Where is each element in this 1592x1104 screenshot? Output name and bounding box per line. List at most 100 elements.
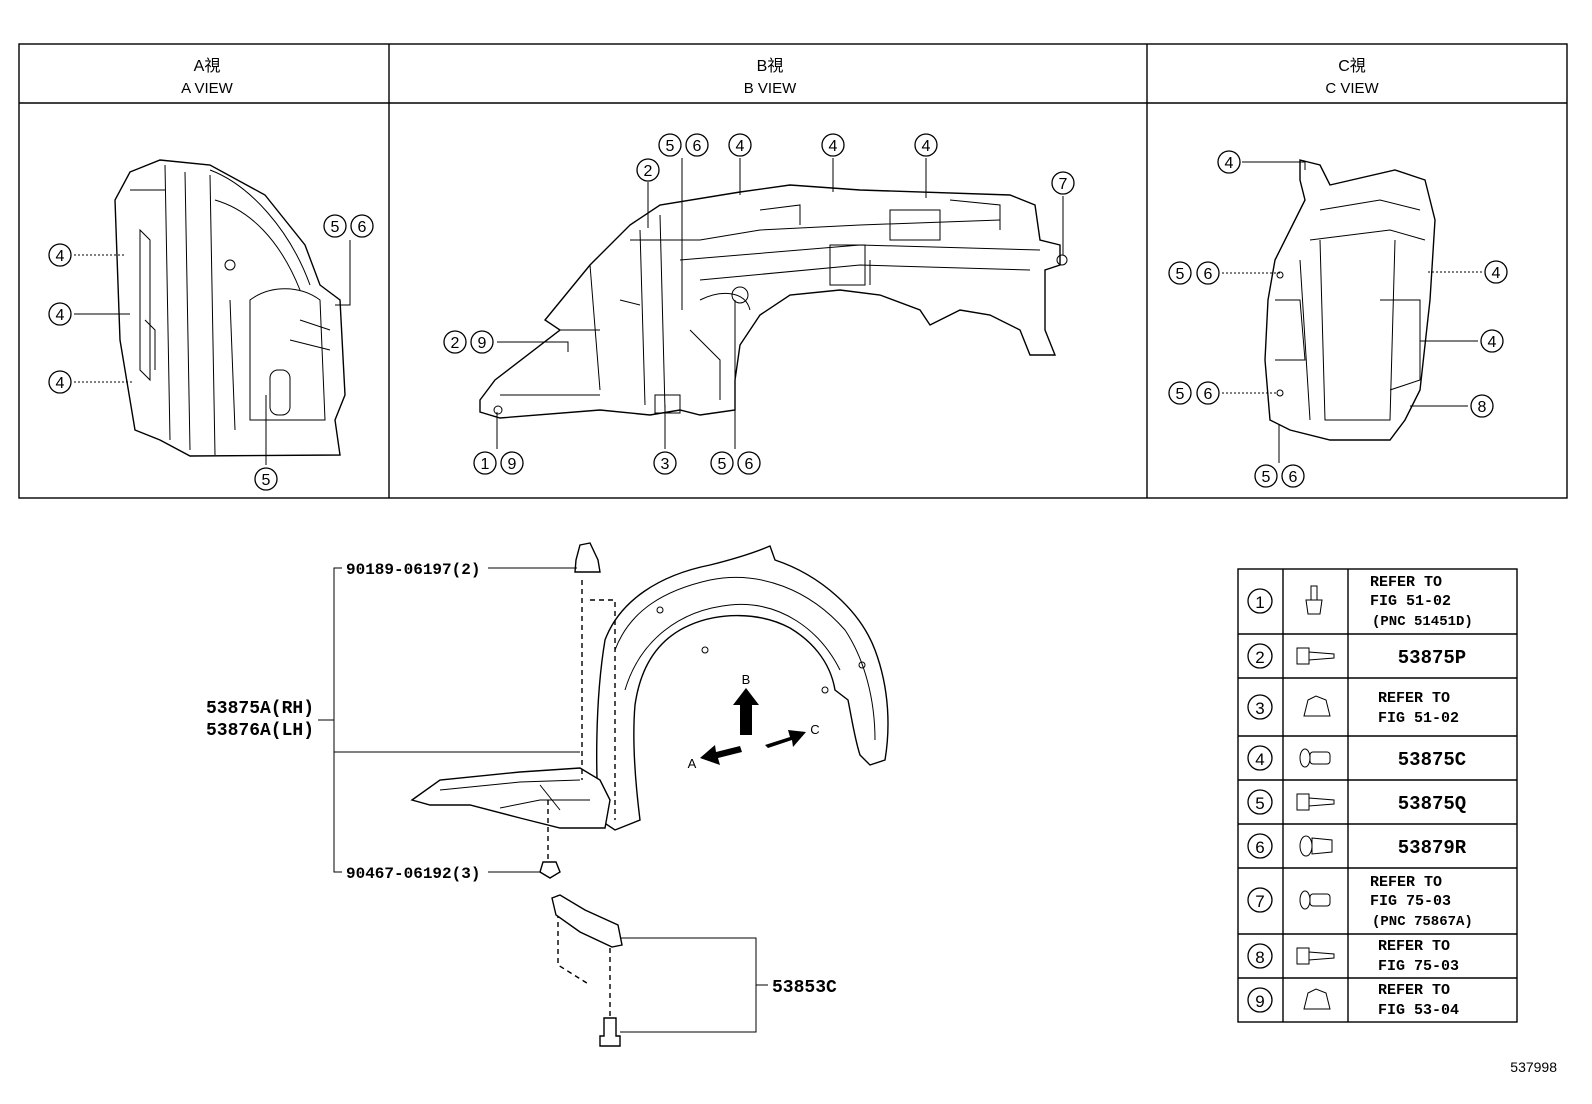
callout-c3: 6 xyxy=(1196,261,1220,285)
push-clip-icon xyxy=(1299,890,1331,910)
c-view-leaders xyxy=(1222,161,1482,463)
part-label-clip-top: 90189-06197(2) xyxy=(346,561,480,579)
callout-a2: 4 xyxy=(48,302,72,326)
svg-text:2: 2 xyxy=(451,335,460,352)
svg-text:9: 9 xyxy=(478,335,487,352)
svg-text:REFER TO: REFER TO xyxy=(1370,574,1442,591)
b-view-leaders xyxy=(496,158,1064,449)
bolt-icon xyxy=(1305,585,1323,615)
legend-row-7: 7 REFER TO FIG 75-03 (PNC 75867A) xyxy=(1247,874,1473,930)
screw-icon xyxy=(1296,947,1335,965)
view-c-title-en: C VIEW xyxy=(1325,80,1379,97)
legend-row-9: 9 REFER TO FIG 53-04 xyxy=(1247,982,1459,1019)
svg-text:REFER TO: REFER TO xyxy=(1370,874,1442,891)
callout-b8: 2 xyxy=(443,330,467,354)
arrow-c-label: C xyxy=(810,722,819,737)
part-label-liner-rh: 53875A(RH) xyxy=(206,699,314,719)
arrow-c xyxy=(765,730,806,748)
svg-text:4: 4 xyxy=(1255,750,1264,769)
svg-text:53875Q: 53875Q xyxy=(1398,793,1466,815)
svg-text:6: 6 xyxy=(745,456,754,473)
svg-text:5: 5 xyxy=(1262,469,1271,486)
svg-text:6: 6 xyxy=(1255,838,1264,857)
part-label-liner-lh: 53876A(LH) xyxy=(206,721,314,741)
svg-text:5: 5 xyxy=(262,472,271,489)
svg-text:2: 2 xyxy=(644,163,653,180)
svg-text:REFER TO: REFER TO xyxy=(1378,690,1450,707)
svg-text:3: 3 xyxy=(1255,699,1264,718)
view-panel-frame xyxy=(18,43,1568,499)
svg-text:4: 4 xyxy=(1488,334,1497,351)
view-a-title-jp: A視 xyxy=(194,57,221,75)
svg-text:8: 8 xyxy=(1255,948,1264,967)
svg-text:9: 9 xyxy=(1255,992,1264,1011)
view-b-title-jp: B視 xyxy=(757,57,784,75)
svg-text:5: 5 xyxy=(1176,266,1185,283)
svg-text:5: 5 xyxy=(718,456,727,473)
callout-c10: 6 xyxy=(1281,464,1305,488)
main-leaders xyxy=(318,567,768,1033)
svg-text:53875C: 53875C xyxy=(1398,749,1466,771)
svg-text:6: 6 xyxy=(1204,266,1213,283)
callout-a3: 4 xyxy=(48,370,72,394)
svg-text:4: 4 xyxy=(1225,155,1234,172)
screw-icon xyxy=(1296,647,1335,665)
legend-row-6: 6 53879R xyxy=(1247,833,1467,859)
callout-c4: 4 xyxy=(1484,260,1508,284)
svg-text:FIG 75-03: FIG 75-03 xyxy=(1378,958,1459,975)
svg-text:6: 6 xyxy=(358,219,367,236)
callout-b13: 5 xyxy=(710,451,734,475)
fender-liner-drawing xyxy=(410,542,889,1047)
callout-b12: 3 xyxy=(653,451,677,475)
legend-row-4: 4 53875C xyxy=(1247,745,1466,771)
callout-b7: 7 xyxy=(1051,171,1075,195)
svg-text:5: 5 xyxy=(666,138,675,155)
callout-c2: 5 xyxy=(1168,261,1192,285)
svg-text:1: 1 xyxy=(481,456,490,473)
svg-text:4: 4 xyxy=(922,138,931,155)
svg-text:6: 6 xyxy=(1289,469,1298,486)
svg-text:(PNC 75867A): (PNC 75867A) xyxy=(1372,914,1473,930)
svg-text:REFER TO: REFER TO xyxy=(1378,982,1450,999)
callout-a4: 5 xyxy=(323,214,347,238)
svg-text:(PNC 51451D): (PNC 51451D) xyxy=(1372,614,1473,630)
callout-b11: 9 xyxy=(500,451,524,475)
svg-text:7: 7 xyxy=(1255,892,1264,911)
svg-text:6: 6 xyxy=(1204,386,1213,403)
svg-text:FIG 53-04: FIG 53-04 xyxy=(1378,1002,1459,1019)
callout-b1: 5 xyxy=(658,133,682,157)
view-a-title-en: A VIEW xyxy=(181,80,234,97)
svg-text:4: 4 xyxy=(829,138,838,155)
view-c-title-jp: C視 xyxy=(1338,57,1366,75)
fastener-legend-table xyxy=(1237,568,1518,1023)
svg-text:8: 8 xyxy=(1478,399,1487,416)
svg-text:REFER TO: REFER TO xyxy=(1378,938,1450,955)
figure-number: 537998 xyxy=(1510,1059,1557,1075)
nut-clip-icon xyxy=(1303,988,1331,1010)
callout-c5: 4 xyxy=(1480,329,1504,353)
svg-text:4: 4 xyxy=(56,307,65,324)
callout-a5: 6 xyxy=(350,214,374,238)
svg-text:4: 4 xyxy=(1492,265,1501,282)
svg-text:FIG 51-02: FIG 51-02 xyxy=(1370,593,1451,610)
nut-clip-icon xyxy=(1303,695,1331,717)
part-label-nut: 90467-06192(3) xyxy=(346,865,480,883)
arrow-b-label: B xyxy=(742,672,751,687)
callout-b5: 4 xyxy=(914,133,938,157)
callout-b2: 6 xyxy=(685,133,709,157)
callout-b4: 4 xyxy=(821,133,845,157)
arrow-a xyxy=(700,745,742,765)
callout-c1: 4 xyxy=(1217,150,1241,174)
callout-b10: 1 xyxy=(473,451,497,475)
svg-text:9: 9 xyxy=(508,456,517,473)
svg-text:5: 5 xyxy=(1176,386,1185,403)
callout-b14: 6 xyxy=(737,451,761,475)
a-view-drawing xyxy=(114,159,346,457)
svg-text:5: 5 xyxy=(1255,794,1264,813)
svg-text:3: 3 xyxy=(661,456,670,473)
svg-text:1: 1 xyxy=(1255,593,1264,612)
callout-a6: 5 xyxy=(254,467,278,491)
screw-icon xyxy=(1296,793,1335,811)
svg-text:FIG 75-03: FIG 75-03 xyxy=(1370,893,1451,910)
